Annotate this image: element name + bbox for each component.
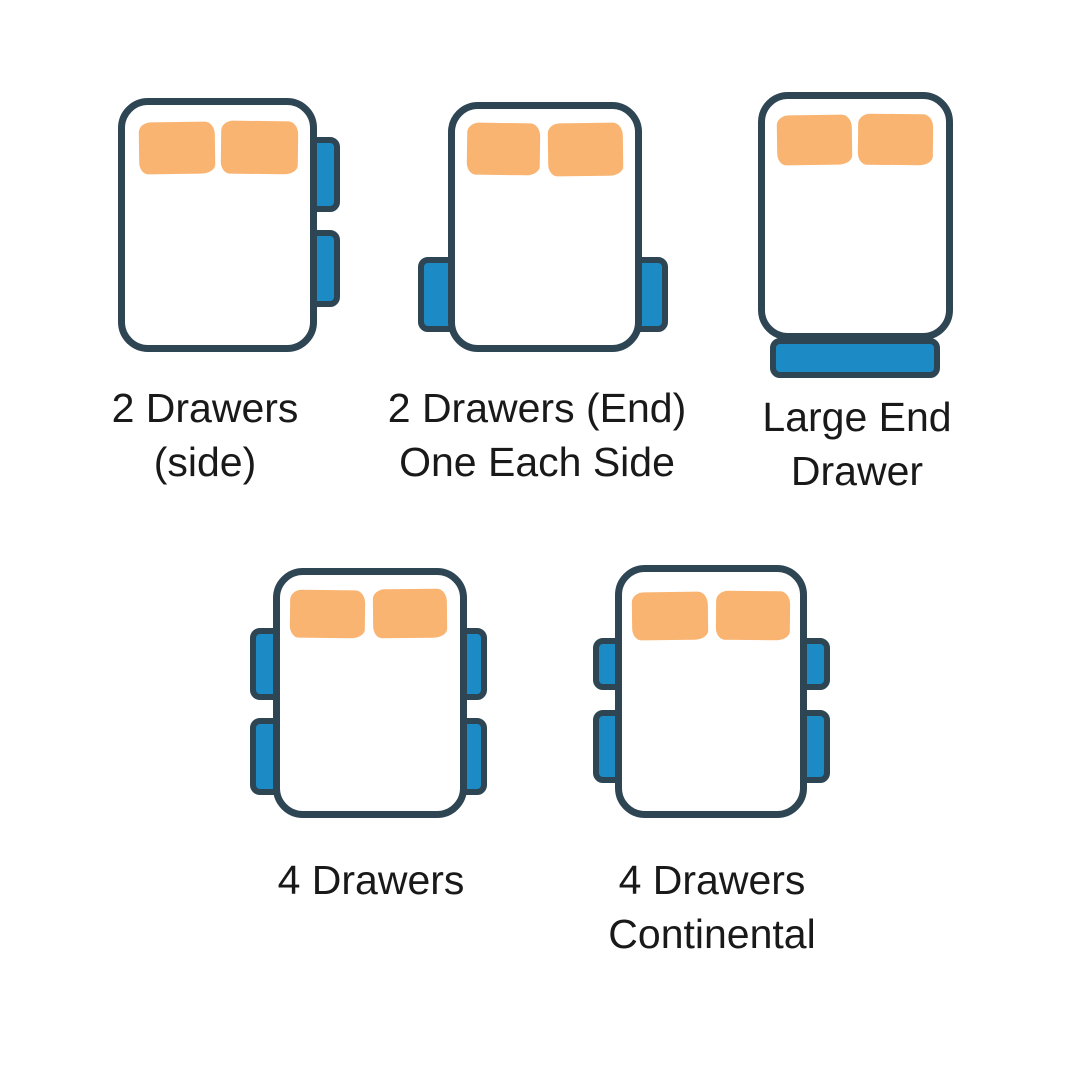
figure-label: 2 Drawers (side) [55,381,355,489]
pillow-icon [138,121,216,175]
figure-large-end-drawer [758,92,988,392]
figure-label: 4 Drawers [221,853,521,907]
pillow-icon [466,122,541,176]
bed-2-drawers-side-icon [118,98,348,358]
end-drawer-icon [770,338,940,378]
figure-label: 4 Drawers Continental [562,853,862,961]
figure-label: Large End Drawer [687,390,1027,498]
bed-icon [615,565,807,818]
label-line: 2 Drawers (End) [387,385,687,431]
label-line: Drawer [790,448,924,494]
figure-4-drawers [250,568,503,828]
bed-icon [118,98,317,352]
figure-4-drawers-continental [593,565,845,825]
label-line: Continental [608,911,816,957]
pillow-icon [372,588,448,639]
figure-label: 2 Drawers (End) One Each Side [367,381,707,489]
pillow-icon [220,120,299,175]
bed-4-drawers-continental-icon [593,565,845,825]
figure-2-drawers-end [418,102,678,362]
bed-2-drawers-end-icon [418,102,678,362]
label-line: 4 Drawers [618,857,806,903]
pillow-icon [776,114,853,166]
bed-icon [273,568,467,818]
label-line: (side) [153,439,257,485]
label-line: One Each Side [399,439,675,485]
pillow-icon [857,113,934,166]
figure-2-drawers-side [118,98,348,358]
bed-4-drawers-icon [250,568,503,828]
pillow-icon [631,591,709,641]
bed-large-end-drawer-icon [758,92,988,392]
pillow-icon [289,589,366,639]
label-line: 4 Drawers [277,857,465,903]
bed-icon [758,92,953,340]
pillow-icon [715,590,791,641]
label-line: Large End [762,394,952,440]
pillow-icon [547,122,624,177]
bed-icon [448,102,642,352]
label-line: 2 Drawers [111,385,299,431]
